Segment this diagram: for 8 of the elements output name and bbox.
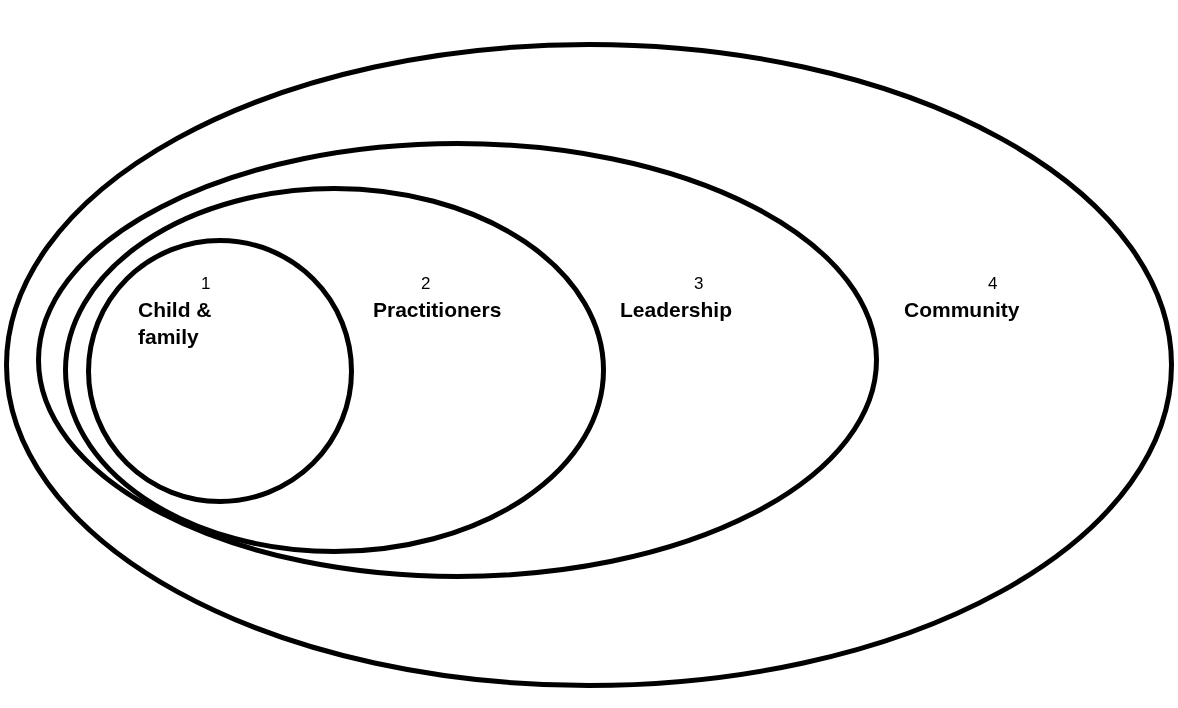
- level-number: 2: [421, 274, 431, 294]
- level-number: 4: [988, 274, 998, 294]
- level-number: 1: [201, 274, 211, 294]
- level-number: 3: [694, 274, 704, 294]
- level-label: Community: [904, 297, 1020, 323]
- level-label: Child & family: [138, 297, 213, 350]
- level-label: Leadership: [620, 297, 733, 323]
- level-label: Practitioners: [373, 297, 502, 323]
